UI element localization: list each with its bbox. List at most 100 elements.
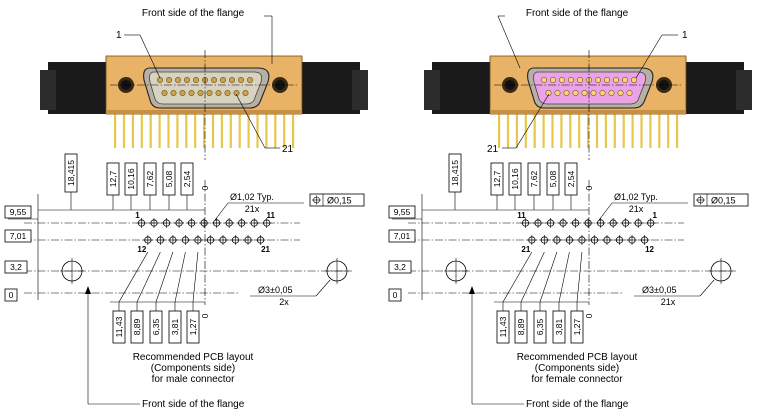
dim-extension	[576, 251, 583, 303]
contact-bottom-row	[233, 90, 240, 97]
pcb-pin	[185, 112, 188, 148]
pin-diameter-note: Ø1,02 Typ.	[230, 192, 274, 202]
leader	[635, 34, 663, 79]
arrow-head	[85, 286, 91, 294]
contact-top-row	[568, 77, 575, 84]
pcb-pin	[515, 112, 518, 148]
left-housing-tab	[424, 70, 440, 110]
pcb-pin	[640, 112, 643, 148]
contact-top-row	[595, 77, 602, 84]
contact-bottom-row	[170, 90, 177, 97]
flange-top-label: Front side of the flange	[526, 8, 629, 19]
contact-bottom-row	[581, 90, 588, 97]
pcb-pin	[274, 112, 277, 148]
pcb-pin	[498, 112, 501, 148]
pin-count-note: 21x	[629, 204, 644, 214]
dim-extension	[520, 251, 545, 303]
dim-box-left	[388, 288, 402, 302]
right-housing	[302, 62, 360, 114]
contact-bottom-row	[179, 90, 186, 97]
contact-bottom-row	[563, 90, 570, 97]
contact-bottom-row	[161, 90, 168, 97]
pcb-pin	[122, 112, 126, 148]
pcb-pin	[667, 112, 670, 148]
hole-count-note: 2x	[279, 297, 289, 307]
leader	[497, 15, 521, 69]
dim-box-left	[388, 229, 416, 243]
dim-left-value: 0	[393, 290, 398, 300]
contact-top-row	[631, 77, 638, 84]
pcb-pin	[265, 112, 268, 148]
pcb-layout-caption: Recommended PCB layout	[133, 352, 254, 363]
dim-left-value: 3,2	[10, 262, 22, 272]
row-top-last-label: 1	[652, 211, 657, 220]
pcb-pin	[676, 112, 679, 148]
row-bottom-last-label: 12	[645, 245, 654, 254]
left-housing	[48, 62, 106, 114]
pcb-pin	[292, 112, 295, 148]
contact-bottom-row	[554, 90, 561, 97]
pcb-pin	[569, 112, 572, 148]
dim-left-value: 9,55	[394, 207, 411, 217]
contact-bottom-row	[206, 90, 213, 97]
dim-top-zero: 0	[200, 185, 210, 190]
right-housing-tab	[352, 70, 368, 110]
dim-bottom-value: 6,35	[535, 318, 545, 335]
dim-box-left	[388, 260, 412, 274]
contact-bottom-row	[626, 90, 633, 97]
arrow-head	[469, 286, 475, 294]
dim-extension	[155, 251, 174, 303]
contact-top-row	[184, 77, 191, 84]
pcb-layout-caption: for male connector	[152, 374, 235, 385]
row-bottom-first-label: 12	[137, 245, 146, 254]
dim-extension	[502, 251, 533, 303]
flange-bottom-label: Front side of the flange	[142, 399, 245, 409]
tolerance-value: Ø0,15	[327, 196, 352, 206]
right-housing-tab	[736, 70, 752, 110]
dim-bottom-zero: 0	[584, 313, 594, 318]
dim-top-zero: 0	[584, 185, 594, 190]
contact-top-row	[550, 77, 557, 84]
dim-bottom-zero: 0	[200, 313, 210, 318]
row-top-last-label: 11	[266, 211, 275, 220]
pin-1-label: 1	[116, 30, 122, 41]
contact-top-row	[604, 77, 611, 84]
contact-top-row	[211, 77, 218, 84]
pcb-pin	[578, 112, 581, 148]
dim-top-value: 7,62	[529, 170, 539, 187]
pcb-pin	[194, 112, 197, 148]
flange-bottom-label: Front side of the flange	[526, 399, 629, 409]
pcb-pin	[247, 112, 250, 148]
contact-top-row	[238, 77, 245, 84]
dim-bottom-value: 1,27	[188, 318, 198, 335]
contact-bottom-row	[608, 90, 615, 97]
pcb-pin	[613, 112, 616, 148]
row-bottom-last-label: 21	[261, 245, 270, 254]
contact-top-row	[577, 77, 584, 84]
note-leader	[598, 202, 613, 221]
pin-21-label: 21	[487, 144, 499, 155]
dim-top-value: 10,16	[126, 168, 136, 190]
row-bottom-first-label: 21	[521, 245, 530, 254]
flange-shadow	[490, 110, 686, 114]
dim-box-left	[388, 205, 416, 219]
dim-left-value: 7,01	[10, 231, 27, 241]
dim-top-value: 18,415	[66, 160, 76, 186]
pcb-pin	[506, 112, 510, 148]
dim-extension	[136, 251, 161, 303]
flange-shadow	[106, 110, 302, 114]
contact-top-row	[220, 77, 227, 84]
pcb-layout-caption: (Components side)	[151, 363, 235, 374]
pcb-pin	[114, 112, 117, 148]
note-leader	[699, 279, 715, 297]
dim-box-left	[4, 229, 32, 243]
left-housing-tab	[40, 70, 56, 110]
row-top-first-label: 11	[517, 211, 526, 220]
pcb-pin	[560, 112, 563, 148]
dim-box-left	[4, 288, 18, 302]
dim-top-value: 12,7	[492, 170, 502, 187]
pcb-pin	[256, 112, 259, 148]
